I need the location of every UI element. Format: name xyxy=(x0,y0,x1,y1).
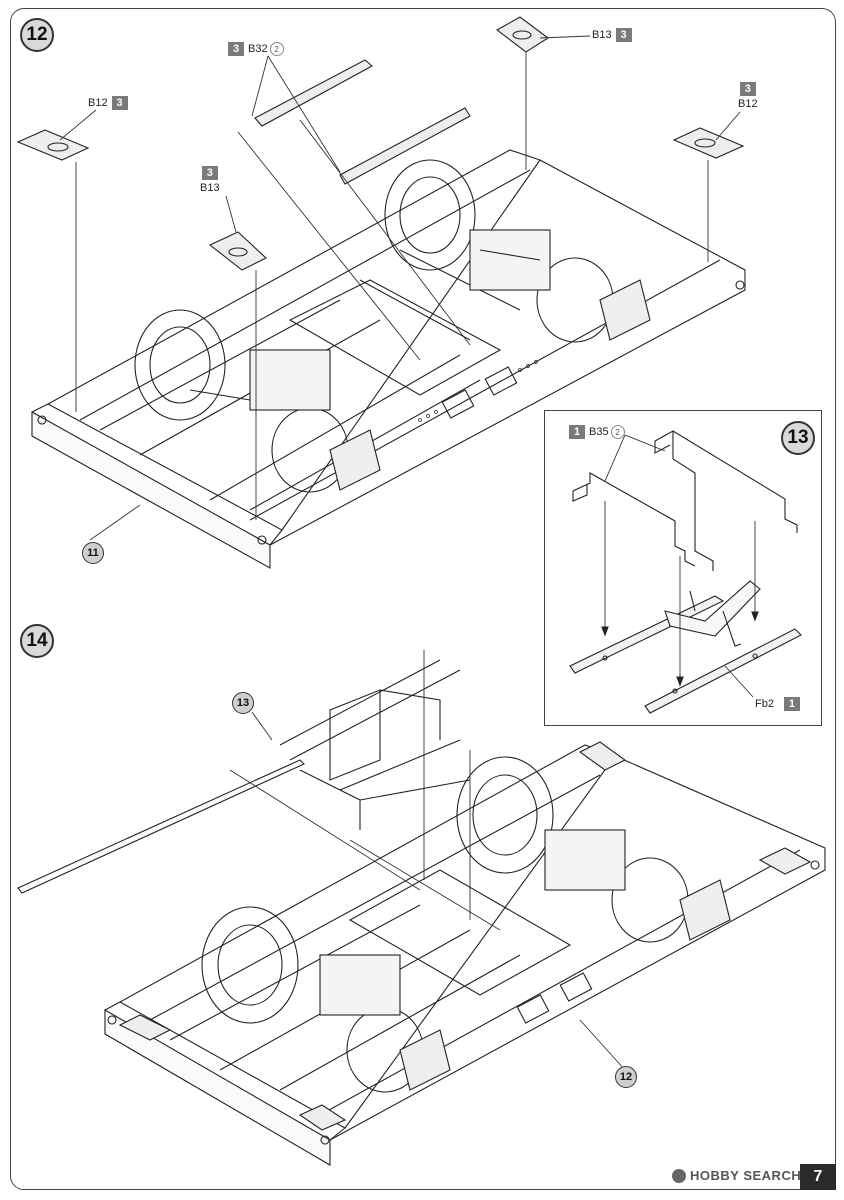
sprue-badge: 1 xyxy=(783,697,800,711)
watermark: HOBBY SEARCH xyxy=(672,1168,801,1183)
part-code: Fb2 xyxy=(755,698,774,710)
watermark-text: HOBBY SEARCH xyxy=(690,1168,802,1183)
instruction-page xyxy=(10,8,836,1190)
page-number: 7 xyxy=(800,1164,836,1190)
b12-left-label: B12 3 xyxy=(88,96,128,110)
sprue-badge: 3 xyxy=(228,42,244,56)
step-14-number: 14 xyxy=(20,624,54,658)
ref-11: 11 xyxy=(82,542,104,564)
ref-13: 13 xyxy=(232,692,254,714)
step-13-inset: 13 1 B35 2 Fb2 1 xyxy=(544,410,822,726)
sprue-badge: 3 xyxy=(615,28,632,42)
sprue-badge: 3 xyxy=(201,166,218,180)
part-code: B13 xyxy=(200,182,220,194)
ref-12: 12 xyxy=(615,1066,637,1088)
part-code: B12 xyxy=(88,97,108,109)
part-code: B12 xyxy=(738,98,758,110)
b13-mid-label: 3 B13 xyxy=(200,166,220,194)
b35-label: 1 B35 2 xyxy=(569,425,625,439)
quantity-mark: 2 xyxy=(610,425,625,439)
b12-right-label: 3 B12 xyxy=(738,82,758,110)
part-code: B13 xyxy=(592,29,612,41)
part-code: B35 xyxy=(589,426,609,438)
watermark-logo-icon xyxy=(672,1168,686,1183)
quantity-mark: 2 xyxy=(269,42,284,56)
b32-label: 3 B32 2 xyxy=(228,42,284,56)
b13-top-label: B13 3 xyxy=(592,28,632,42)
sprue-badge: 1 xyxy=(569,425,585,439)
step-13-number: 13 xyxy=(781,421,815,455)
sprue-badge: 3 xyxy=(739,82,756,96)
sprue-badge: 3 xyxy=(111,96,128,110)
part-code: B32 xyxy=(248,43,268,55)
fb2-label: Fb2 1 xyxy=(755,697,800,711)
step-13-drawing xyxy=(569,430,802,714)
step-12-number: 12 xyxy=(20,18,54,52)
